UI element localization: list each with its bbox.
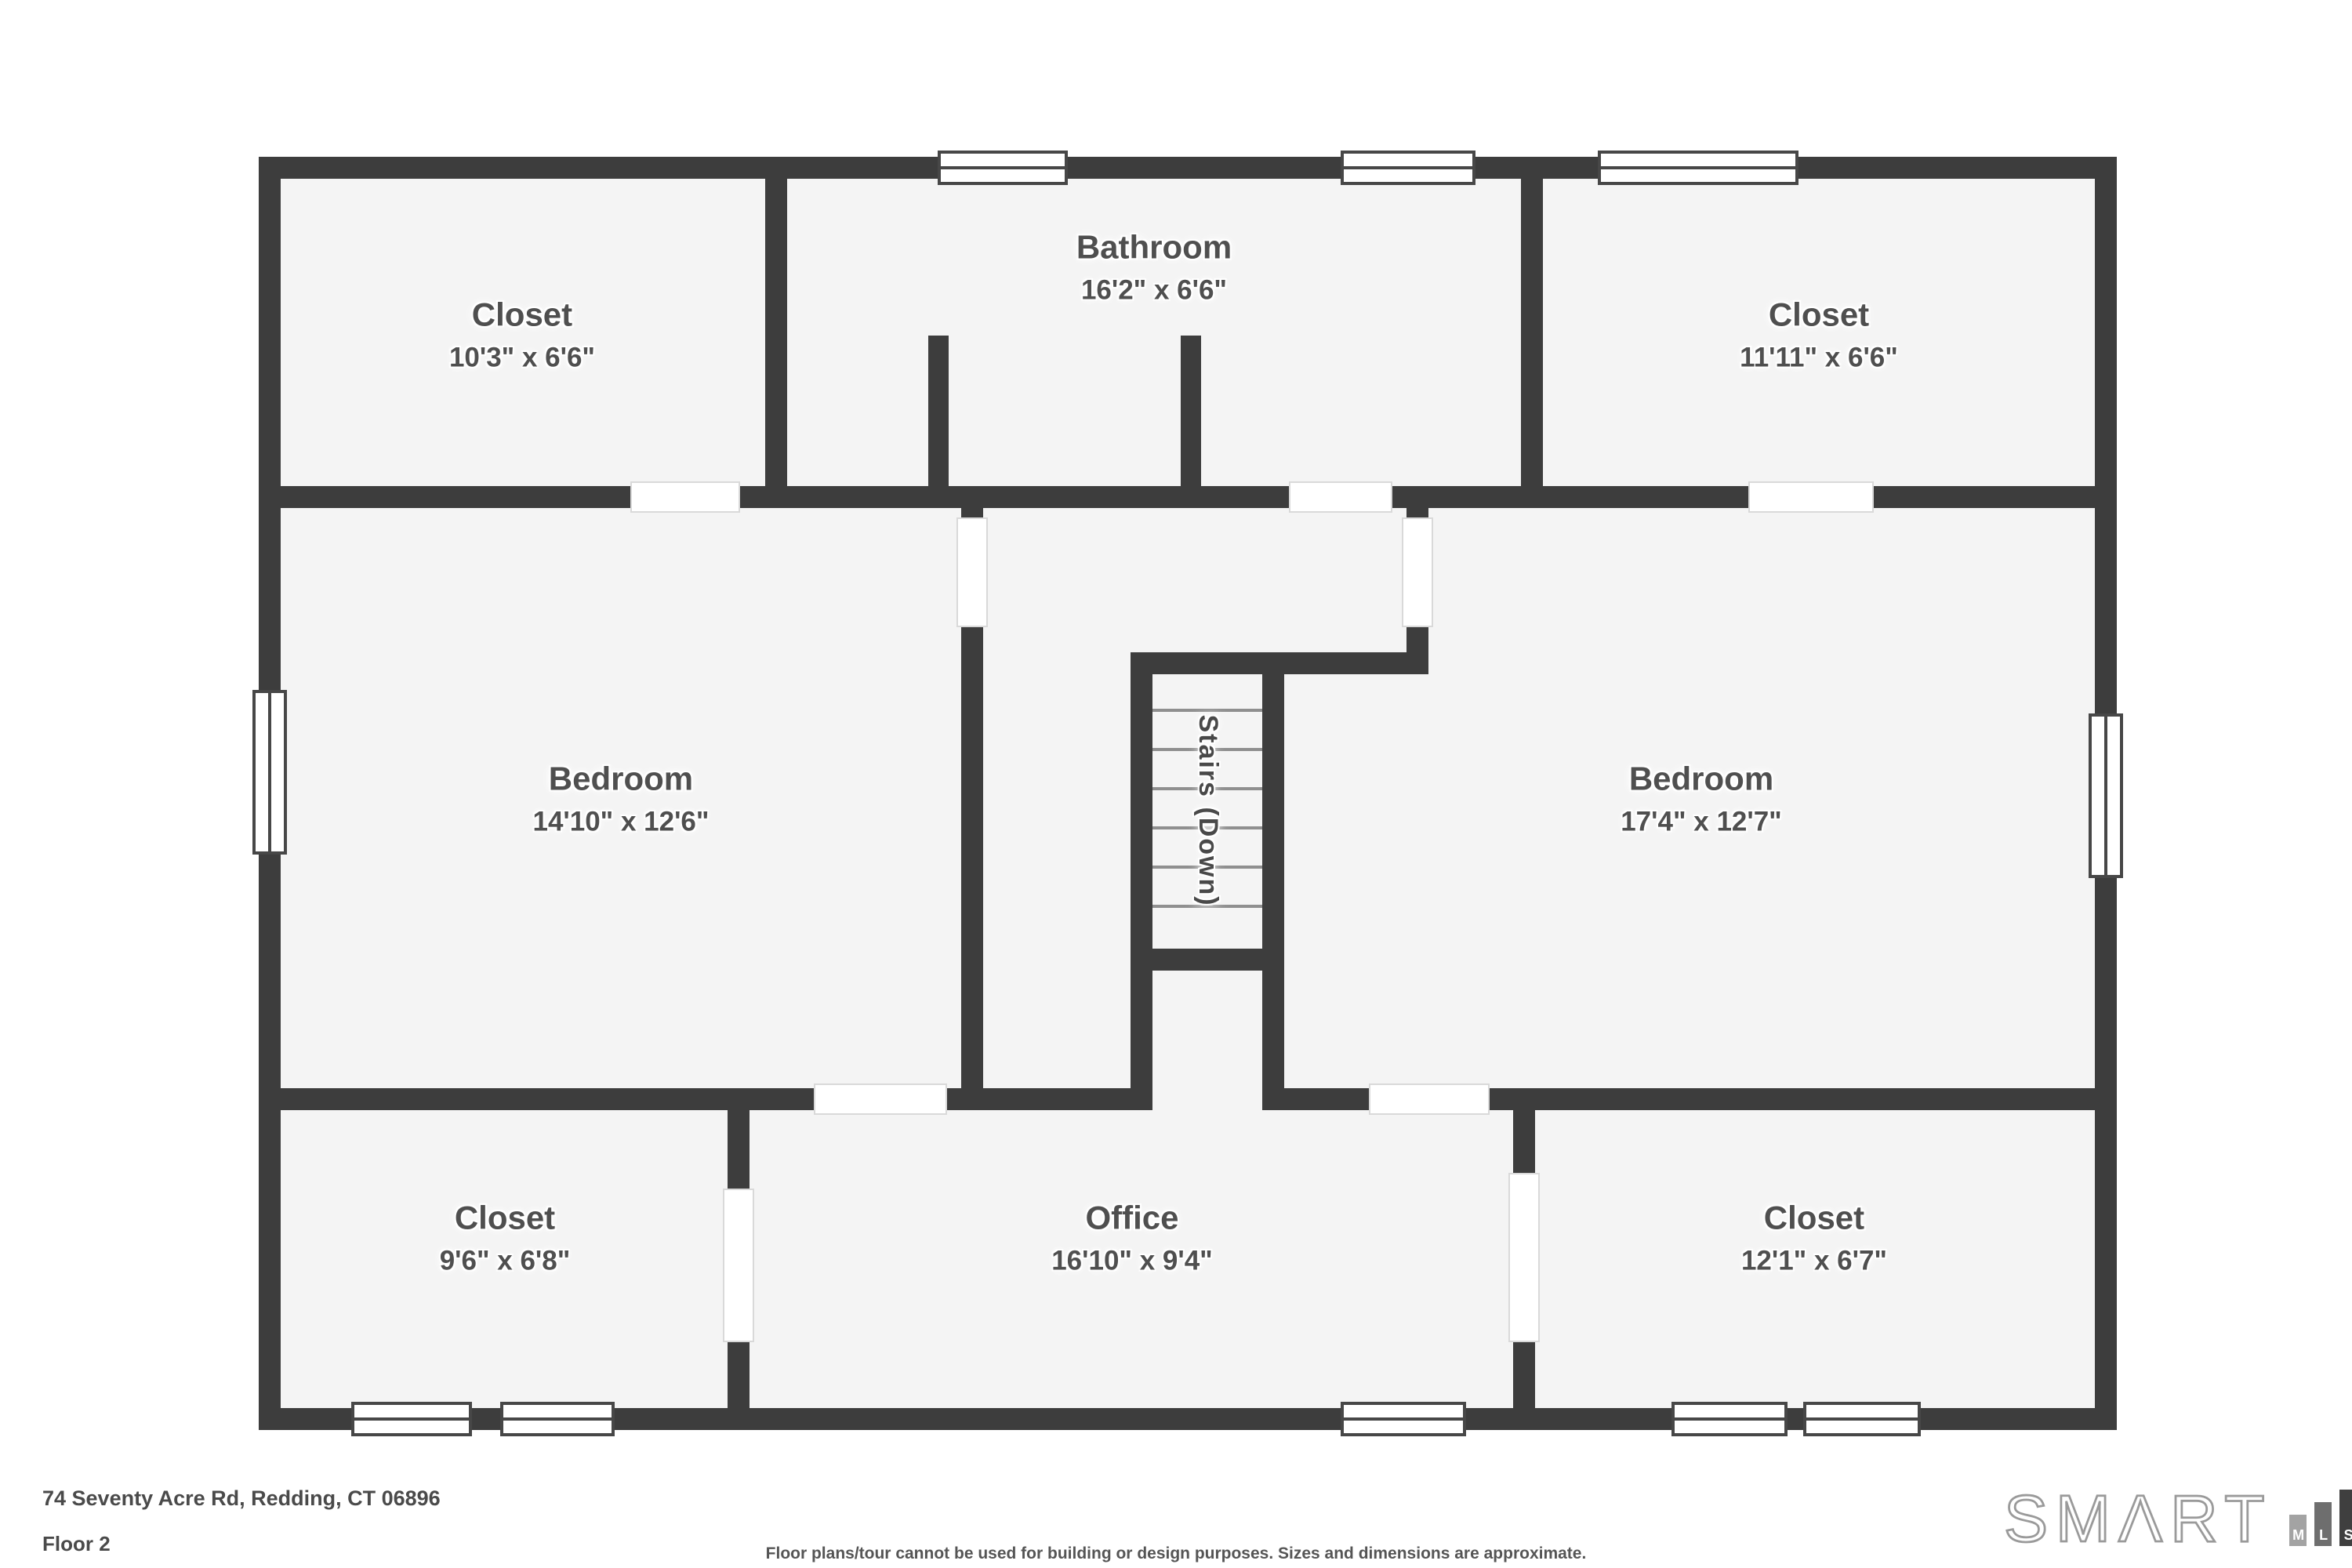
window	[938, 151, 1068, 185]
door-opening	[1289, 481, 1392, 513]
room-dimensions: 12'1" x 6'7"	[1740, 1245, 1888, 1277]
room-dimensions: 10'3" x 6'6"	[448, 342, 596, 374]
room-name: Office	[1085, 1200, 1179, 1237]
wall	[259, 157, 2117, 179]
wall	[1131, 949, 1284, 971]
window	[1341, 1402, 1466, 1436]
logo-bar-m: M	[2289, 1515, 2307, 1546]
room-dimensions: 16'10" x 9'4"	[1051, 1245, 1213, 1277]
room-label-office: Office 16'10" x 9'4"	[1051, 1201, 1213, 1277]
stair-tread	[1152, 826, 1262, 829]
wall	[947, 1088, 1152, 1110]
wall	[1284, 1088, 1369, 1110]
wall	[928, 336, 949, 486]
smart-mls-logo: SMΛRT ML S	[2003, 1482, 2352, 1555]
wall	[1406, 508, 1428, 517]
room-dimensions: 17'4" x 12'7"	[1621, 806, 1782, 838]
room-dimensions: 16'2" x 6'6"	[1080, 274, 1228, 307]
room-dimensions: 11'11" x 6'6"	[1740, 342, 1898, 374]
window	[1671, 1402, 1788, 1436]
room-dimensions: 14'10" x 12'6"	[532, 806, 710, 838]
wall	[1262, 674, 1284, 1110]
room-name: Bedroom	[548, 761, 694, 798]
logo-bars: ML S	[2282, 1490, 2352, 1546]
wall	[259, 1088, 814, 1110]
stair-tread	[1152, 787, 1262, 790]
window-pane	[1344, 1417, 1463, 1421]
wall	[1131, 652, 1152, 1110]
room-name: Closet	[471, 297, 573, 334]
window-pane	[1675, 1417, 1784, 1421]
stairs-label: Stairs (Down)	[1193, 714, 1223, 907]
room-label-closet-bottom-right: Closet 12'1" x 6'7"	[1741, 1201, 1887, 1277]
window-pane	[1601, 166, 1795, 169]
wall	[1131, 652, 1428, 674]
door-opening	[956, 517, 988, 627]
wall	[1513, 1110, 1535, 1173]
stair-tread	[1152, 866, 1262, 869]
window	[351, 1402, 472, 1436]
disclaimer: Floor plans/tour cannot be used for buil…	[765, 1544, 1587, 1563]
logo-bar-letter: S	[2344, 1528, 2352, 1543]
room-label-bathroom: Bathroom 16'2" x 6'6"	[1076, 230, 1232, 307]
wall	[259, 486, 630, 508]
wall	[1181, 336, 1201, 486]
window-pane	[268, 693, 271, 851]
door-opening	[723, 1189, 754, 1342]
wall	[961, 508, 983, 517]
logo-bar-l: L	[2314, 1502, 2332, 1546]
room-dimensions: 9'6" x 6'8"	[439, 1245, 571, 1277]
wall	[728, 1342, 750, 1408]
stair-tread	[1152, 905, 1262, 908]
room-label-closet-top-right: Closet 11'11" x 6'6"	[1740, 298, 1898, 374]
room-name: Closet	[1763, 1200, 1865, 1237]
wall	[961, 627, 983, 1088]
window	[1803, 1402, 1921, 1436]
room-name: Bedroom	[1628, 761, 1774, 798]
wall	[728, 1110, 750, 1189]
window	[1341, 151, 1475, 185]
window	[500, 1402, 615, 1436]
room-label-closet-top-left: Closet 10'3" x 6'6"	[449, 298, 595, 374]
logo-bar-letter: L	[2319, 1527, 2328, 1543]
room-label-closet-bottom-left: Closet 9'6" x 6'8"	[440, 1201, 571, 1277]
address: 74 Seventy Acre Rd, Redding, CT 06896	[42, 1486, 441, 1510]
wall	[1513, 1342, 1535, 1408]
door-opening	[1369, 1083, 1490, 1115]
stair-tread	[1152, 709, 1262, 712]
floor-label: Floor 2	[42, 1532, 111, 1555]
door-opening	[1508, 1173, 1540, 1342]
stair-tread	[1152, 748, 1262, 751]
door-opening	[1402, 517, 1433, 627]
door-opening	[630, 481, 740, 513]
wall	[1874, 486, 2117, 508]
window	[252, 690, 287, 855]
logo-word: SMΛRT	[2003, 1482, 2273, 1555]
room-name: Bathroom	[1076, 230, 1232, 267]
room-label-bedroom-left: Bedroom 14'10" x 12'6"	[532, 762, 709, 838]
window-pane	[941, 166, 1065, 169]
logo-bar-s: S	[2339, 1490, 2352, 1546]
door-opening	[1748, 481, 1874, 513]
window-pane	[1344, 166, 1472, 169]
room-name: Closet	[454, 1200, 556, 1237]
door-opening	[814, 1083, 947, 1115]
window	[1598, 151, 1798, 185]
wall	[1490, 1088, 2117, 1110]
window-pane	[1806, 1417, 1918, 1421]
wall	[1392, 486, 1748, 508]
logo-bar-letter: M	[2292, 1527, 2305, 1543]
window-pane	[354, 1417, 469, 1421]
room-label-bedroom-right: Bedroom 17'4" x 12'7"	[1621, 762, 1782, 838]
wall	[740, 486, 1289, 508]
window-pane	[2104, 717, 2107, 875]
wall	[1521, 179, 1543, 486]
wall	[765, 179, 787, 486]
room-name: Closet	[1768, 297, 1870, 334]
window	[2089, 713, 2123, 878]
window-pane	[503, 1417, 612, 1421]
